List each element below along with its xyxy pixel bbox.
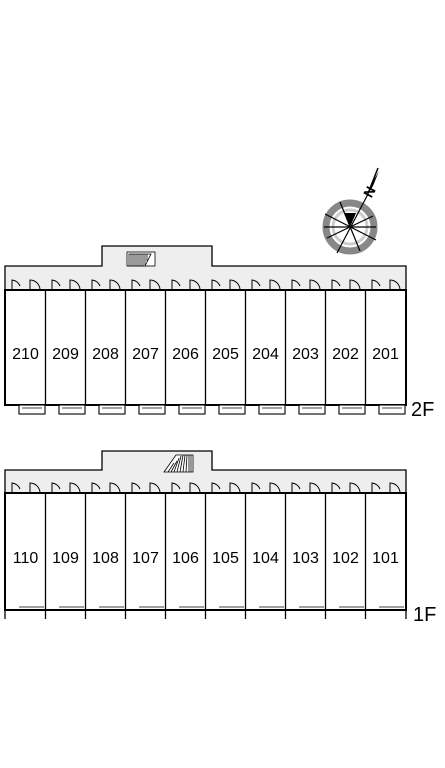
unit-label: 109 <box>52 550 79 567</box>
unit-label: 110 <box>13 550 39 567</box>
floor-2f: 210 209 208 207 206 205 204 203 202 201 … <box>4 245 434 421</box>
unit-label: 202 <box>332 346 359 363</box>
compass-icon: N <box>322 167 379 255</box>
unit-label: 210 <box>12 346 39 363</box>
floor-1f: 110 109 108 107 106 105 104 103 102 101 … <box>4 450 436 626</box>
unit-label: 104 <box>252 550 279 567</box>
unit-label: 102 <box>332 550 359 567</box>
unit-label: 204 <box>252 346 279 363</box>
unit-label: 107 <box>132 550 159 567</box>
unit-label: 208 <box>92 346 119 363</box>
unit-label: 205 <box>212 346 239 363</box>
corridor-1f <box>4 450 407 496</box>
door-swings-1f <box>11 482 401 494</box>
stairs-icon <box>126 251 156 267</box>
door-swings-2f <box>11 279 401 291</box>
compass-north-label: N <box>360 184 379 200</box>
balconies-2f <box>18 404 406 415</box>
unit-label: 101 <box>372 550 399 567</box>
floor-label-1f: 1F <box>413 604 436 626</box>
unit-label: 207 <box>132 346 159 363</box>
unit-label: 201 <box>372 346 399 363</box>
unit-label: 203 <box>292 346 319 363</box>
unit-label: 108 <box>92 550 119 567</box>
floor-label-2f: 2F <box>411 399 434 421</box>
unit-label: 106 <box>172 550 199 567</box>
unit-label: 206 <box>172 346 199 363</box>
unit-label: 209 <box>52 346 79 363</box>
unit-label: 103 <box>292 550 319 567</box>
unit-label: 105 <box>212 550 239 567</box>
stairs-icon <box>163 454 194 473</box>
